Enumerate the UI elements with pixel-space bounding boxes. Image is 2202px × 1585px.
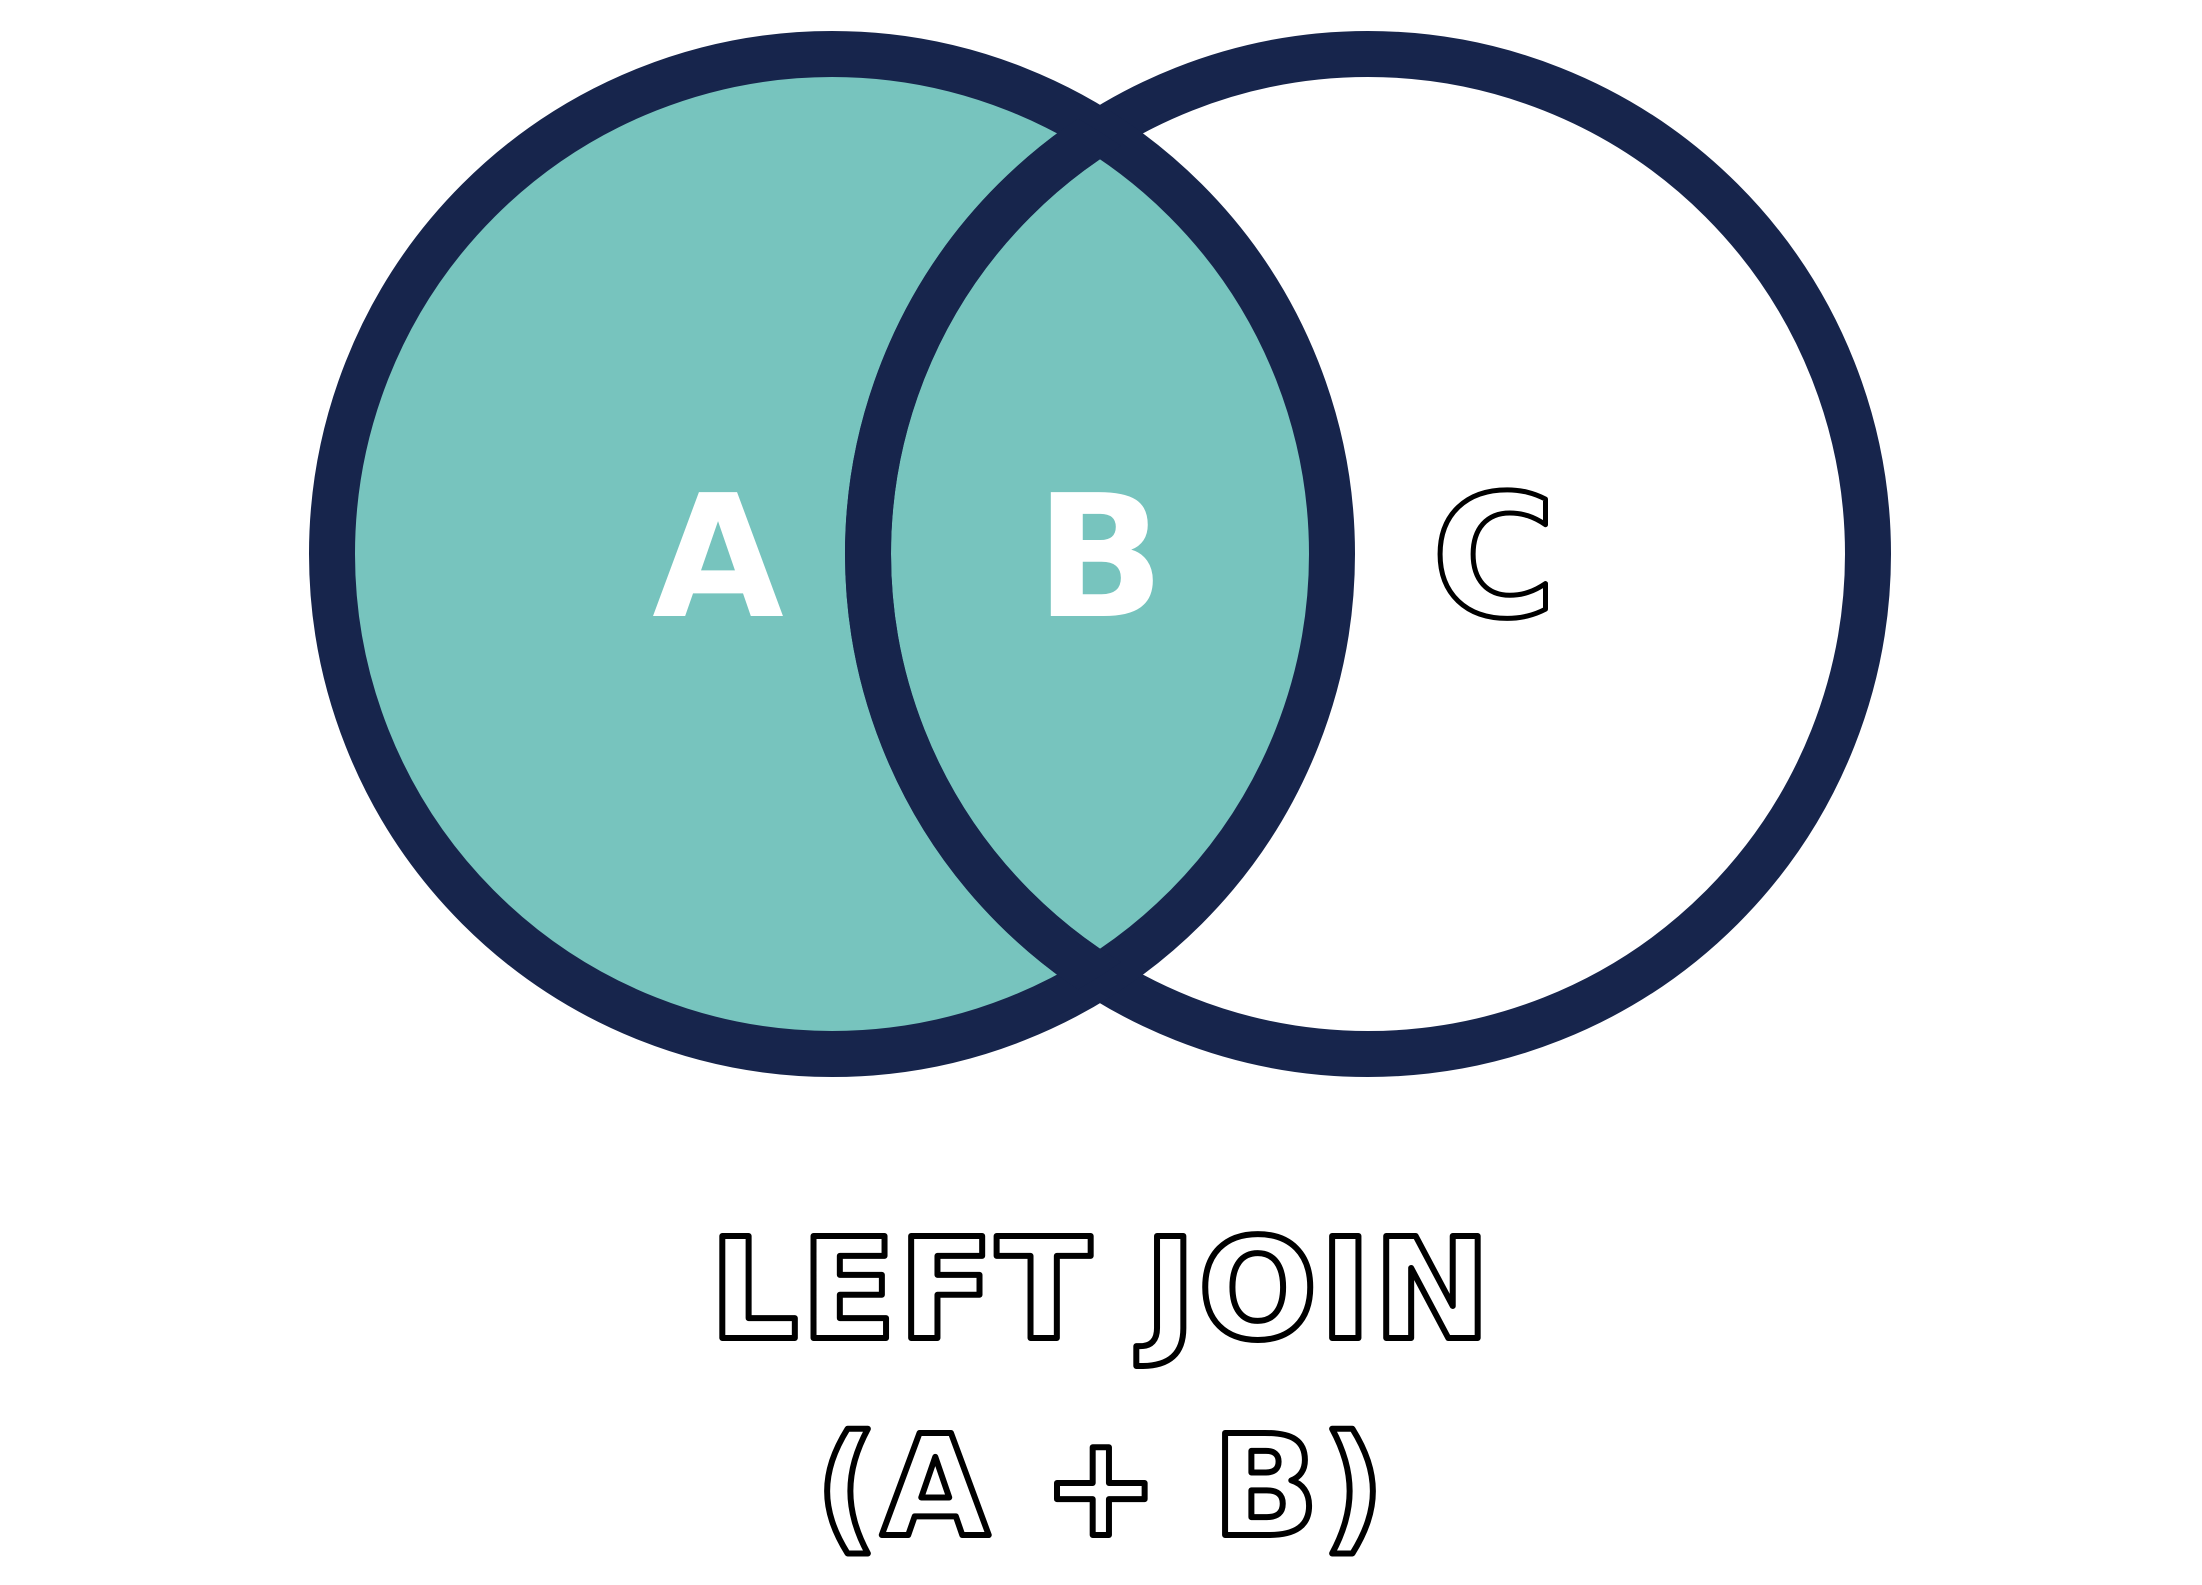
caption-title: LEFT JOIN <box>709 1209 1492 1372</box>
label-b: B <box>1035 459 1165 657</box>
intersection-arc <box>845 54 1332 1054</box>
caption-formula: (A + B) <box>815 1406 1387 1569</box>
left-circle-fill <box>332 54 1332 1054</box>
left-circle <box>309 31 1355 1077</box>
label-a: A <box>652 459 784 657</box>
label-c: C <box>1432 459 1557 657</box>
